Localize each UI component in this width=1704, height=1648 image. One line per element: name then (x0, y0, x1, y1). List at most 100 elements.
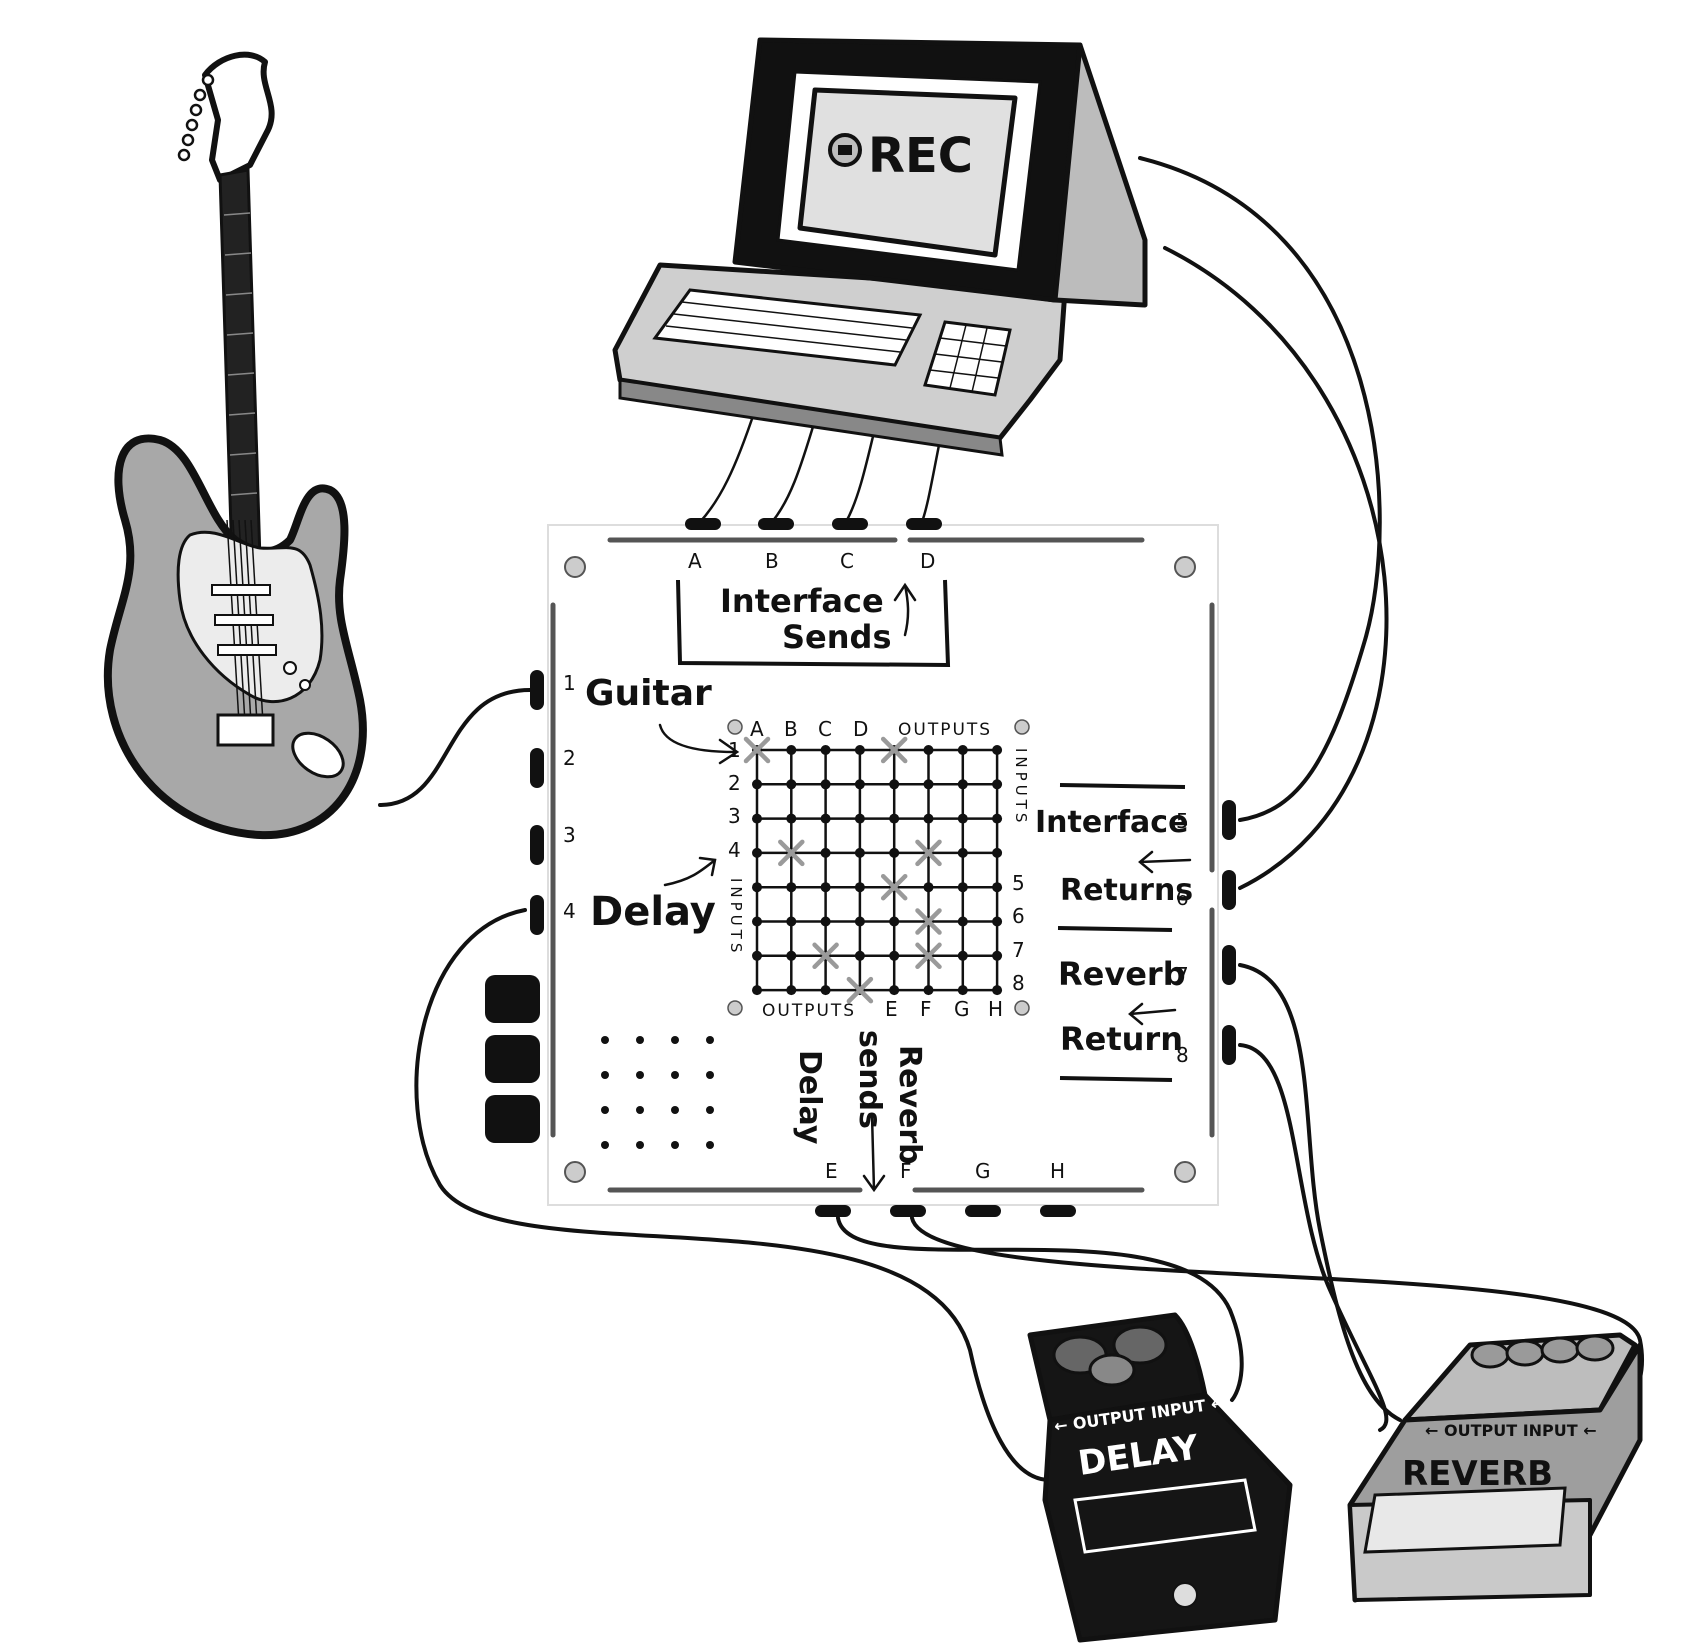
jack-G[interactable] (965, 1205, 1001, 1217)
matrix-node[interactable] (786, 779, 797, 790)
matrix-node[interactable] (854, 779, 865, 790)
matrix-connection-x-icon[interactable] (743, 736, 771, 764)
matrix-node[interactable] (786, 813, 797, 824)
matrix-col-label-C: C (818, 717, 832, 741)
matrix-node[interactable] (957, 882, 968, 893)
matrix-connection-x-icon[interactable] (915, 908, 942, 935)
jack-5[interactable] (1222, 800, 1236, 840)
matrix-node[interactable] (923, 779, 934, 790)
matrix-connection-x-icon[interactable] (846, 976, 874, 1004)
matrix-node[interactable] (786, 950, 797, 961)
matrix-node[interactable] (752, 847, 762, 858)
matrix-connection-x-icon[interactable] (880, 873, 908, 901)
matrix-node[interactable] (889, 916, 900, 927)
matrix-node[interactable] (957, 813, 968, 824)
matrix-node[interactable] (820, 779, 831, 790)
matrix-node[interactable] (889, 950, 900, 961)
matrix-node[interactable] (786, 916, 797, 927)
matrix-node[interactable] (820, 813, 831, 824)
matrix-node[interactable] (889, 813, 900, 824)
cable-computer-to-send-D (920, 438, 942, 524)
reverb-footswitch[interactable] (1363, 1486, 1567, 1554)
cable-computer-to-input-5 (1138, 156, 1382, 822)
jack-2[interactable] (530, 748, 544, 788)
matrix-node[interactable] (854, 916, 865, 927)
jack-7[interactable] (1222, 945, 1236, 985)
delay-knob-icon[interactable] (1088, 1353, 1136, 1387)
matrix-node[interactable] (923, 813, 934, 824)
matrix-node[interactable] (957, 745, 968, 755)
jack-E[interactable] (815, 1205, 851, 1217)
jack-1[interactable] (530, 670, 544, 710)
matrix-node[interactable] (889, 847, 900, 858)
matrix-node[interactable] (820, 882, 831, 893)
matrix-row-label-5: 5 (1012, 871, 1025, 895)
matrix-row-label-7: 7 (1012, 938, 1025, 962)
matrix-node[interactable] (957, 916, 968, 927)
matrix-node[interactable] (752, 882, 762, 893)
delay-knob-icon[interactable] (1112, 1325, 1168, 1365)
matrix-node[interactable] (923, 985, 934, 996)
matrix-node[interactable] (992, 916, 1003, 927)
knob-icon[interactable] (485, 1035, 540, 1083)
matrix-node[interactable] (854, 882, 865, 893)
reverb-knob-icon[interactable] (1470, 1341, 1510, 1369)
matrix-node[interactable] (752, 916, 762, 927)
matrix-node[interactable] (752, 950, 762, 961)
jack-8[interactable] (1222, 1025, 1236, 1065)
jack-B[interactable] (758, 518, 794, 530)
matrix-node[interactable] (786, 985, 797, 996)
matrix-node[interactable] (992, 813, 1003, 824)
interface-returns-label-line1: Interface (1035, 805, 1188, 840)
matrix-node[interactable] (889, 985, 900, 996)
knob-icon[interactable] (485, 1095, 540, 1143)
matrix-node[interactable] (820, 745, 831, 755)
jack-4[interactable] (530, 895, 544, 935)
knob-icon[interactable] (485, 975, 540, 1023)
jack-D[interactable] (906, 518, 942, 530)
matrix-node[interactable] (957, 950, 968, 961)
cable-input-7-to-reverb-out (1238, 963, 1402, 1422)
matrix-node[interactable] (957, 985, 968, 996)
matrix-node[interactable] (957, 779, 968, 790)
matrix-node[interactable] (820, 847, 831, 858)
jack-6[interactable] (1222, 870, 1236, 910)
matrix-connection-x-icon[interactable] (880, 736, 908, 764)
matrix-node[interactable] (992, 950, 1003, 961)
matrix-node[interactable] (992, 745, 1003, 755)
reverb-knob-icon[interactable] (1575, 1334, 1615, 1362)
matrix-node[interactable] (992, 779, 1003, 790)
matrix-node[interactable] (992, 882, 1003, 893)
jack-3[interactable] (530, 825, 544, 865)
matrix-node[interactable] (752, 813, 762, 824)
jack-H[interactable] (1040, 1205, 1076, 1217)
matrix-node[interactable] (786, 745, 797, 755)
jack-A[interactable] (685, 518, 721, 530)
matrix-connection-x-icon[interactable] (915, 839, 942, 867)
matrix-connection-x-icon[interactable] (915, 942, 942, 970)
matrix-node[interactable] (854, 847, 865, 858)
jack-F[interactable] (890, 1205, 926, 1217)
matrix-node[interactable] (820, 985, 831, 996)
matrix-connection-x-icon[interactable] (812, 942, 839, 970)
matrix-node[interactable] (992, 985, 1003, 996)
computer-screen (797, 87, 1018, 258)
matrix-node[interactable] (923, 745, 934, 755)
matrix-node[interactable] (786, 882, 797, 893)
matrix-connection-x-icon[interactable] (778, 839, 805, 867)
matrix-node[interactable] (752, 985, 762, 996)
matrix-node[interactable] (752, 779, 762, 790)
matrix-node[interactable] (923, 882, 934, 893)
matrix-node[interactable] (957, 847, 968, 858)
reverb-knob-icon[interactable] (1505, 1339, 1545, 1367)
reverb-knob-icon[interactable] (1540, 1336, 1580, 1364)
matrix-node[interactable] (889, 779, 900, 790)
matrix-node[interactable] (854, 745, 865, 755)
matrix-node[interactable] (820, 916, 831, 927)
jack-C[interactable] (832, 518, 868, 530)
delay-footswitch[interactable] (1073, 1478, 1257, 1554)
matrix-node[interactable] (854, 813, 865, 824)
bottom-label-G: G (975, 1159, 991, 1183)
matrix-node[interactable] (854, 950, 865, 961)
matrix-node[interactable] (992, 847, 1003, 858)
